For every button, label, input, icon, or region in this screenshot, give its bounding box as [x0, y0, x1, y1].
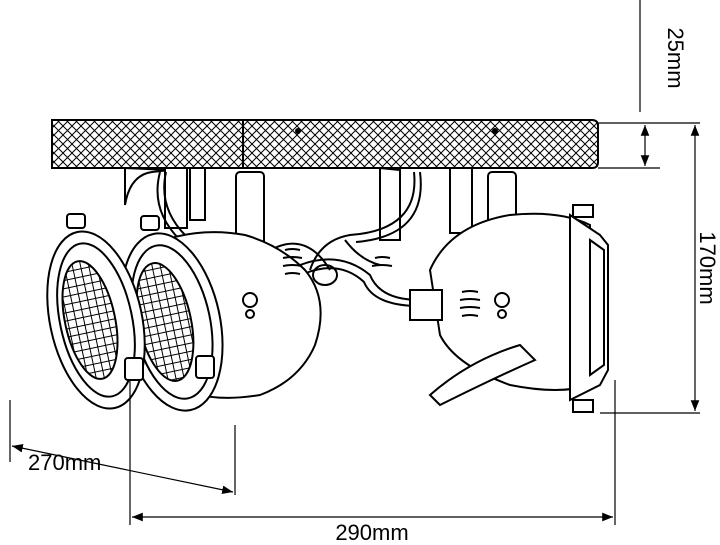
dimension-lines	[9, 0, 700, 525]
right-spotlight	[371, 204, 609, 413]
dim-label-width: 290mm	[335, 520, 408, 545]
left-spotlight-front	[46, 213, 146, 410]
left-spotlight-rear	[120, 215, 322, 412]
dim-label-height: 170mm	[695, 231, 720, 304]
ceiling-plate	[51, 119, 599, 169]
dim-label-depth: 270mm	[28, 450, 101, 475]
dim-label-top-thickness: 25mm	[663, 27, 688, 88]
bracket-knobs	[242, 292, 510, 319]
